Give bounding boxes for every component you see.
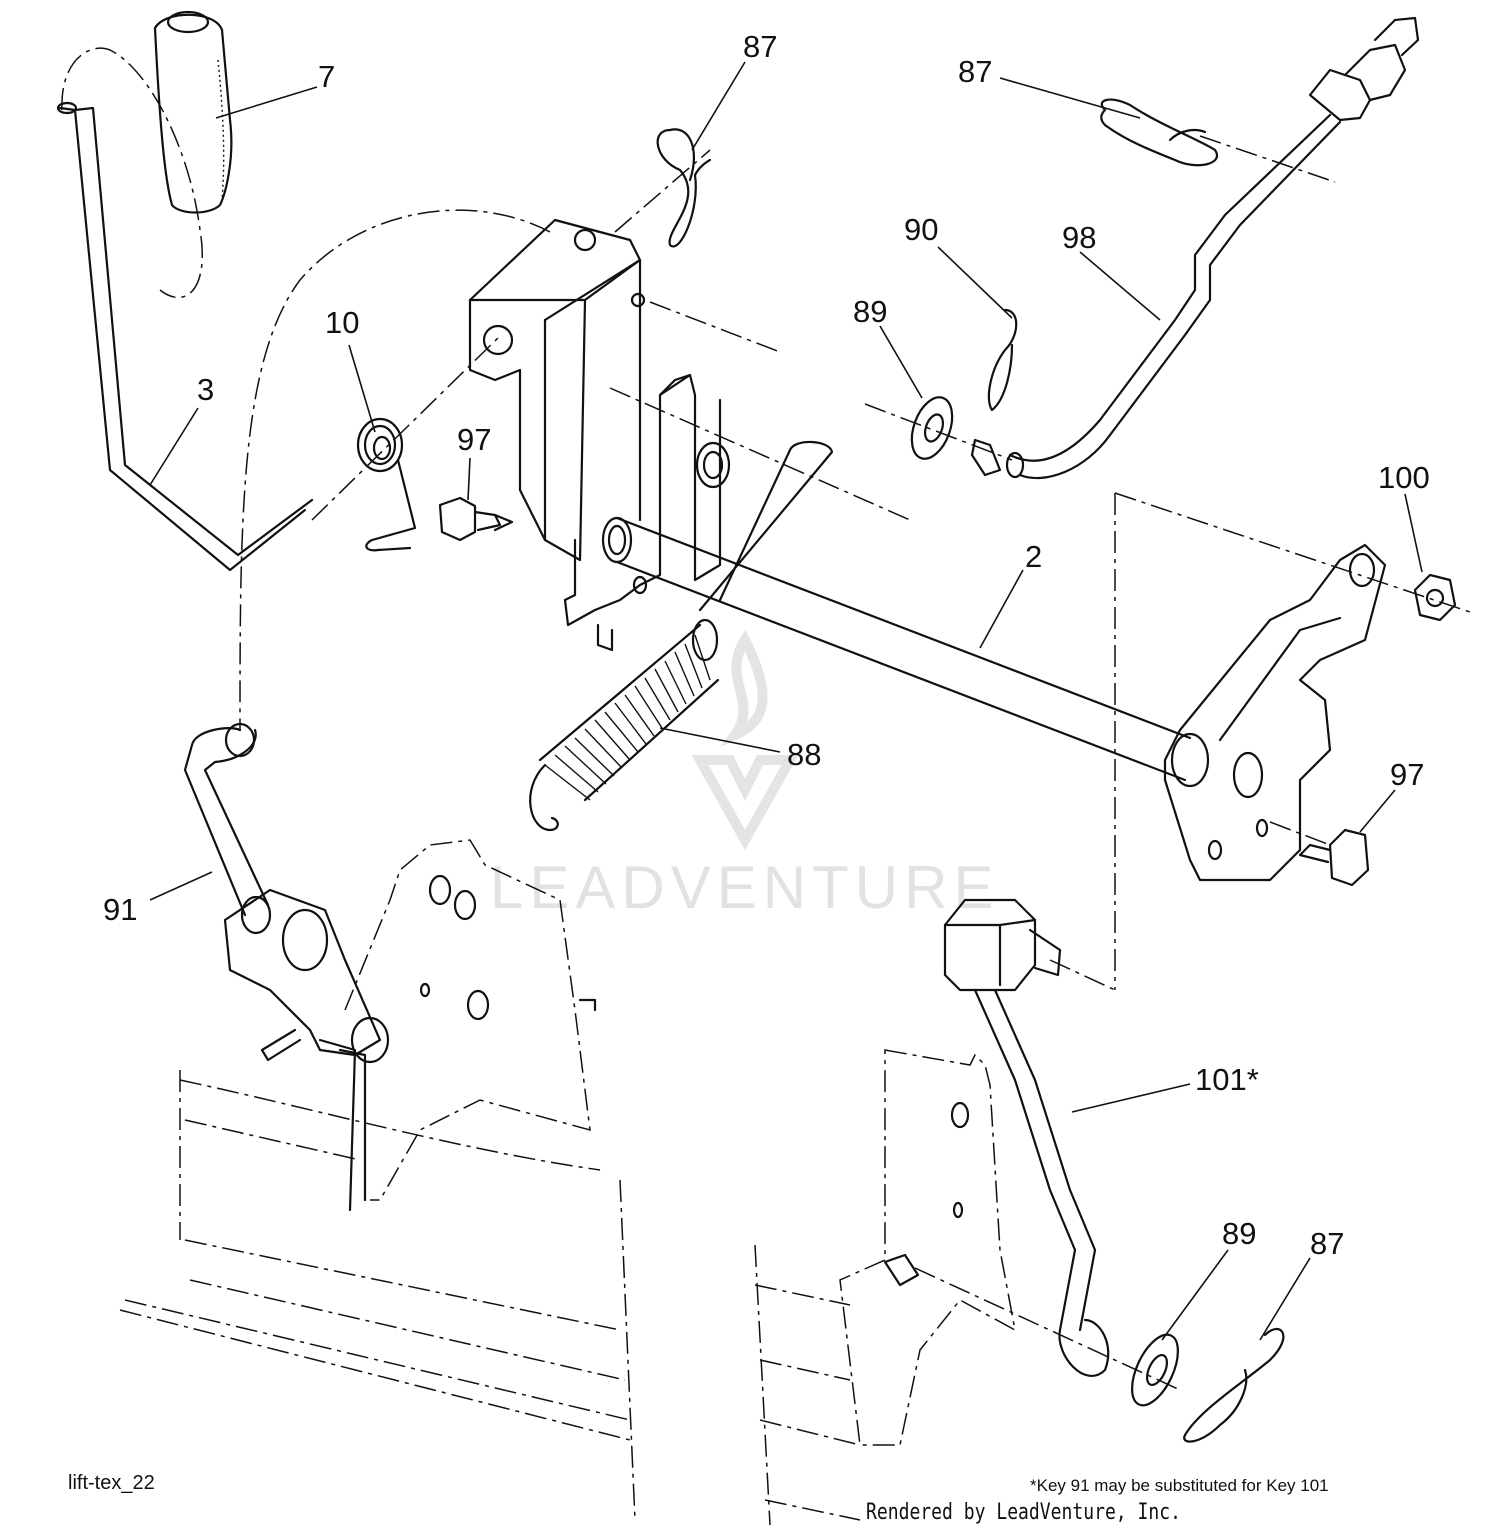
callout-88: 88 [787, 737, 821, 772]
left-deck-bracket [223, 888, 390, 1212]
spring-hook-wire [698, 440, 834, 612]
diagram-id-label: lift-tex_22 [68, 1472, 155, 1494]
callout-3: 3 [197, 372, 214, 407]
part-98-linkage-rod [1005, 16, 1420, 480]
pivot-plate [563, 373, 731, 652]
part-90-clip [970, 308, 1018, 477]
watermark-text: LEADVENTURE [490, 854, 999, 921]
callout-87-top: 87 [743, 29, 777, 64]
callout-89-bottom: 89 [1222, 1216, 1256, 1251]
right-deck-plate [839, 1049, 1017, 1446]
part-87-hairpin-clip-bottom [1183, 1328, 1285, 1443]
part-7-handle-grip [153, 10, 233, 214]
callout-10: 10 [325, 305, 359, 340]
callout-7: 7 [318, 59, 335, 94]
footnote: *Key 91 may be substituted for Key 101 [1030, 1476, 1329, 1495]
callout-87-right: 87 [958, 54, 992, 89]
part-87-hairpin-clip-top [656, 128, 712, 248]
callout-97-right: 97 [1390, 757, 1424, 792]
render-credit: Rendered by LeadVenture, Inc. [866, 1500, 1181, 1525]
callout-97-left: 97 [457, 422, 491, 457]
callout-2: 2 [1025, 539, 1042, 574]
left-deck-plate [344, 839, 597, 1201]
callout-100: 100 [1378, 460, 1430, 495]
callout-98: 98 [1062, 220, 1096, 255]
leader-lines [149, 61, 1423, 1341]
centerlines [61, 47, 1471, 1526]
callout-89-top: 89 [853, 294, 887, 329]
part-97-bolt-left [438, 496, 514, 542]
part-88-extension-spring [529, 618, 720, 832]
part-10-torsion-spring [356, 417, 417, 552]
part-91-lift-link [183, 722, 272, 935]
mounting-bracket [468, 218, 646, 562]
part-89-washer-bottom [1131, 1333, 1179, 1407]
callout-87-bottom: 87 [1310, 1226, 1344, 1261]
part-101-lift-link [943, 898, 1110, 1378]
callout-labels: 7 87 87 10 3 97 90 98 89 100 2 88 97 91 … [103, 29, 1430, 1261]
part-97-bolt-right [1298, 828, 1370, 887]
part-87-hairpin-clip-right [1100, 98, 1219, 167]
callout-90: 90 [904, 212, 938, 247]
callout-91: 91 [103, 892, 137, 927]
part-89-washer-top [910, 396, 954, 460]
right-bell-crank [1163, 543, 1387, 882]
part-3-lift-lever [56, 101, 314, 572]
part-100-hex-nut [1413, 573, 1457, 622]
watermark-logo [691, 629, 799, 851]
callout-101: 101* [1195, 1062, 1259, 1097]
part-2-lift-shaft [601, 516, 1210, 788]
